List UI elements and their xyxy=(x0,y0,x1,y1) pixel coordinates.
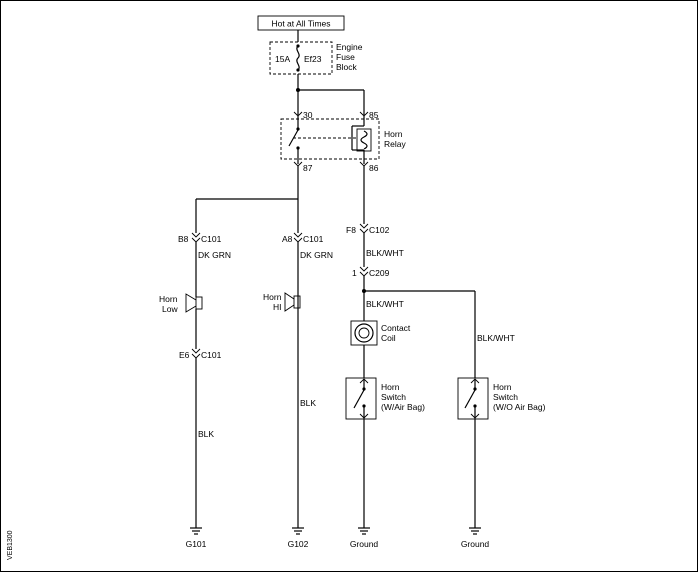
horn-switch-airbag-line2: Switch xyxy=(381,392,406,402)
middle-conn-id: C101 xyxy=(303,234,324,244)
horn-hi-icon xyxy=(284,292,301,312)
horn-relay: 30 85 87 86 Horn Relay xyxy=(280,110,406,173)
power-source-label: Hot at All Times xyxy=(257,15,345,31)
left-conn-pin: B8 xyxy=(178,234,189,244)
horn-switch-no-airbag-line1: Horn xyxy=(493,382,512,392)
left-wire-color: DK GRN xyxy=(198,250,231,260)
relay-pin-85: 85 xyxy=(369,110,379,120)
left-conn-id: C101 xyxy=(201,234,222,244)
ground-far-right-icon xyxy=(469,527,481,535)
horn-low-icon xyxy=(185,293,203,313)
left-wire2-color: BLK xyxy=(198,429,214,439)
ground-g102-icon xyxy=(292,527,304,535)
ground-g101-icon xyxy=(190,527,202,535)
horn-low-line2: Low xyxy=(162,304,178,314)
fuse-block-name-line2: Fuse xyxy=(336,52,355,62)
relay-pin-87: 87 xyxy=(303,163,313,173)
horn-hi-line1: Horn xyxy=(263,292,282,302)
right-conn-id: C102 xyxy=(369,225,390,235)
ground-right-label: Ground xyxy=(350,539,379,549)
fuse-symbol xyxy=(296,45,300,71)
left-conn2-id: C101 xyxy=(201,350,222,360)
horn-switch-airbag-line1: Horn xyxy=(381,382,400,392)
right-wire2-color: BLK/WHT xyxy=(366,299,404,309)
middle-wire2-color: BLK xyxy=(300,398,316,408)
ground-g101-label: G101 xyxy=(186,539,207,549)
relay-pin-30: 30 xyxy=(303,110,313,120)
horn-switch-no-airbag-line3: (W/O Air Bag) xyxy=(493,402,546,412)
relay-coil xyxy=(360,130,368,150)
fuse-block-name-line1: Engine xyxy=(336,42,363,52)
right-branch: F8 C102 BLK/WHT 1 C209 BLK/WHT Contact C… xyxy=(345,166,425,549)
relay-outline xyxy=(280,118,380,160)
splice-id: C209 xyxy=(369,268,390,278)
fuse-id: Ef23 xyxy=(304,54,322,64)
fuse-block-outline xyxy=(269,41,333,75)
ground-far-right-label: Ground xyxy=(461,539,490,549)
horn-hi-line2: HI xyxy=(273,302,282,312)
engine-fuse-block: 15A Ef23 Engine Fuse Block xyxy=(269,41,363,75)
ground-g102-label: G102 xyxy=(288,539,309,549)
middle-branch: A8 C101 DK GRN Horn HI BLK G102 xyxy=(263,199,333,549)
horn-switch-no-airbag-line2: Switch xyxy=(493,392,518,402)
side-reference-code: VEB1300 xyxy=(7,530,14,560)
far-right-wire-color: BLK/WHT xyxy=(477,333,515,343)
contact-coil-line2: Coil xyxy=(381,333,396,343)
horn-switch-no-airbag-icon xyxy=(457,377,489,420)
horn-low-line1: Horn xyxy=(159,294,178,304)
far-right-branch: BLK/WHT Horn Switch (W/O Air Bag) Ground xyxy=(364,290,546,549)
middle-wire-color: DK GRN xyxy=(300,250,333,260)
relay-pin-86: 86 xyxy=(369,163,379,173)
fuse-block-name-line3: Block xyxy=(336,62,358,72)
middle-conn-pin: A8 xyxy=(282,234,293,244)
contact-coil-icon xyxy=(350,320,378,346)
contact-coil-line1: Contact xyxy=(381,323,411,333)
power-source-text: Hot at All Times xyxy=(271,19,330,29)
relay-coil-box xyxy=(356,128,372,152)
fuse-rating: 15A xyxy=(275,54,290,64)
splice-pin: 1 xyxy=(352,268,357,278)
horn-switch-airbag-line3: (W/Air Bag) xyxy=(381,402,425,412)
right-wire-color: BLK/WHT xyxy=(366,248,404,258)
relay-name-line2: Relay xyxy=(384,139,406,149)
relay-name-line1: Horn xyxy=(384,129,403,139)
ground-right-icon xyxy=(358,527,370,535)
horn-switch-airbag-icon xyxy=(345,377,377,420)
left-branch: B8 C101 DK GRN Horn Low E6 C101 BLK G101 xyxy=(159,199,231,549)
left-conn2-pin: E6 xyxy=(179,350,190,360)
right-conn-pin: F8 xyxy=(346,225,356,235)
